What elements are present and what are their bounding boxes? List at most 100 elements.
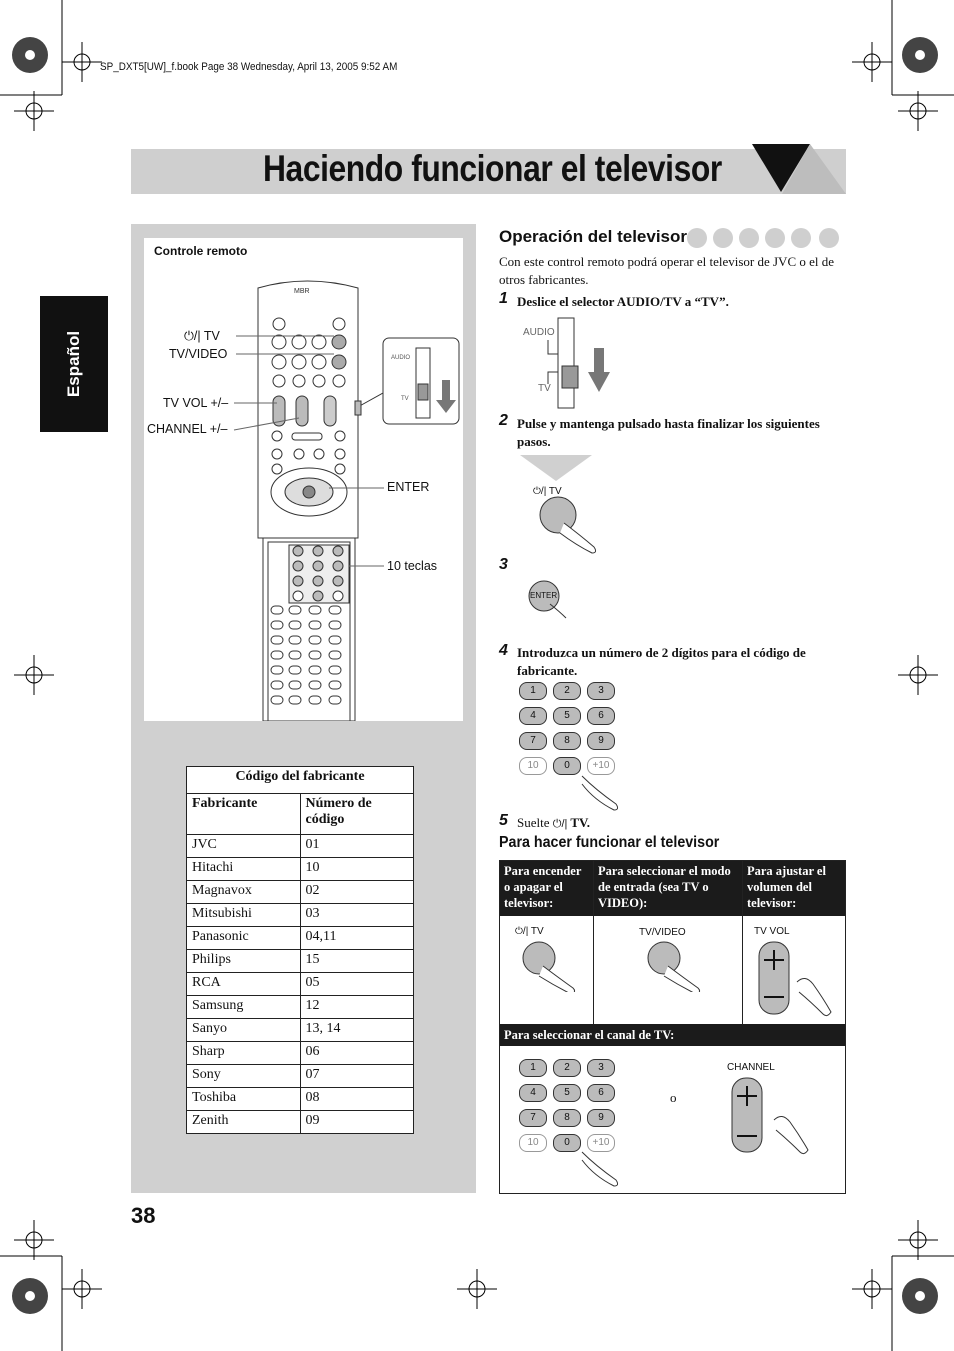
maker-cell: Hitachi: [186, 857, 301, 881]
keypad-key-plus10: +10: [587, 757, 615, 775]
audio-tv-switch-figure: [547, 317, 610, 409]
manufacturer-code-table: Código del fabricante Fabricante Número …: [186, 766, 414, 1134]
step-1-text: Deslice el selector AUDIO/TV a “TV”.: [517, 294, 729, 309]
step1-tv-label: TV: [538, 383, 551, 394]
maker-cell: Sony: [186, 1064, 301, 1088]
keypad-key-3: 3: [587, 1059, 615, 1077]
code-cell: 09: [299, 1110, 414, 1134]
code-cell: 04,11: [299, 926, 414, 950]
or-text: o: [670, 1090, 677, 1105]
remote-enter-label: ENTER: [387, 480, 430, 494]
remote-caption: Controle remoto: [154, 244, 248, 258]
code-cell: 02: [299, 880, 414, 904]
code-cell: 12: [299, 995, 414, 1019]
code-cell: 05: [299, 972, 414, 996]
step-2-number: 2: [499, 412, 508, 429]
code-table-title: Código del fabricante: [186, 766, 414, 794]
code-cell: 01: [299, 834, 414, 858]
channel-bar: Para seleccionar el canal de TV:: [500, 1024, 845, 1046]
zoom-audio-label: AUDIO: [391, 355, 411, 361]
step-4-text: Introduzca un número de 2 dígitos para e…: [517, 645, 806, 678]
step2-power-text: TV: [548, 486, 562, 497]
col-maker-header: Fabricante: [186, 793, 301, 835]
ops-power-button-figure: [522, 941, 576, 992]
step1-audio-label: AUDIO: [523, 327, 555, 338]
ops-power-label: ⏻/| TV: [515, 926, 544, 937]
power-tv-text: TV: [203, 329, 220, 343]
section-heading: Operación del televisor: [499, 227, 688, 246]
maker-cell: Sharp: [186, 1041, 301, 1065]
maker-cell: Toshiba: [186, 1087, 301, 1111]
step-4-number: 4: [499, 642, 508, 659]
code-cell: 03: [299, 903, 414, 927]
code-cell: 07: [299, 1064, 414, 1088]
keypad-key-7: 7: [519, 1109, 547, 1127]
maker-cell: Magnavox: [186, 880, 301, 904]
keypad-key-6: 6: [587, 1084, 615, 1102]
remote-power-tv-label: ⏻/| TV: [184, 329, 220, 343]
keypad-key-1: 1: [519, 1059, 547, 1077]
col-code-header: Número de código: [299, 793, 414, 835]
ops-tvvideo-label: TV/VIDEO: [639, 927, 686, 938]
keypad-key-9: 9: [587, 732, 615, 750]
heading-dot: [739, 228, 759, 248]
heading-dot: [713, 228, 733, 248]
keypad-key-4: 4: [519, 1084, 547, 1102]
maker-cell: RCA: [186, 972, 301, 996]
ops-power-text: TV: [530, 926, 544, 937]
heading-dot: [791, 228, 811, 248]
step2-power-press-figure: [520, 455, 597, 554]
power-icon: ⏻/|: [552, 818, 568, 830]
maker-cell: JVC: [186, 834, 301, 858]
ops-channel-label: CHANNEL: [727, 1062, 775, 1073]
remote-tv-video-label: TV/VIDEO: [169, 347, 228, 361]
remote-tv-vol-label: TV VOL +/–: [163, 396, 229, 410]
keypad-key-5: 5: [553, 707, 581, 725]
code-cell: 15: [299, 949, 414, 973]
keypad-key-2: 2: [553, 1059, 581, 1077]
title-triangle: [752, 144, 846, 194]
heading-dot: [765, 228, 785, 248]
page-number: 38: [131, 1203, 156, 1228]
keypad-key-2: 2: [553, 682, 581, 700]
remote-ten-keys-label: 10 teclas: [387, 559, 438, 573]
ops-col3-header: Para ajustar el volumen del televisor:: [743, 861, 845, 916]
title-bar: [131, 149, 846, 194]
zoom-tv-label: TV: [401, 396, 409, 402]
code-cell: 06: [299, 1041, 414, 1065]
keypad-key-7: 7: [519, 732, 547, 750]
keypad-key-1: 1: [519, 682, 547, 700]
step3-enter-label: ENTER: [530, 591, 558, 600]
step-2-text: Pulse y mantenga pulsado hasta finalizar…: [517, 416, 820, 449]
step3-enter-figure: [528, 580, 567, 619]
maker-cell: Panasonic: [186, 926, 301, 950]
ops-tvvol-rocker-figure: [758, 941, 832, 1017]
step4-finger-figure: [581, 775, 619, 811]
ops-tvvideo-button-figure: [647, 941, 701, 992]
keypad-key-5: 5: [553, 1084, 581, 1102]
keypad-key-10: 10: [519, 1134, 547, 1152]
remote-illustration: MBR: [233, 280, 460, 721]
ops-heading: Para hacer funcionar el televisor: [499, 834, 720, 851]
heading-dot: [687, 228, 707, 248]
keypad-key-6: 6: [587, 707, 615, 725]
heading-dot: [819, 228, 839, 248]
language-tab: [40, 296, 108, 432]
keypad-key-8: 8: [553, 732, 581, 750]
maker-cell: Philips: [186, 949, 301, 973]
maker-cell: Samsung: [186, 995, 301, 1019]
keypad-key-9: 9: [587, 1109, 615, 1127]
